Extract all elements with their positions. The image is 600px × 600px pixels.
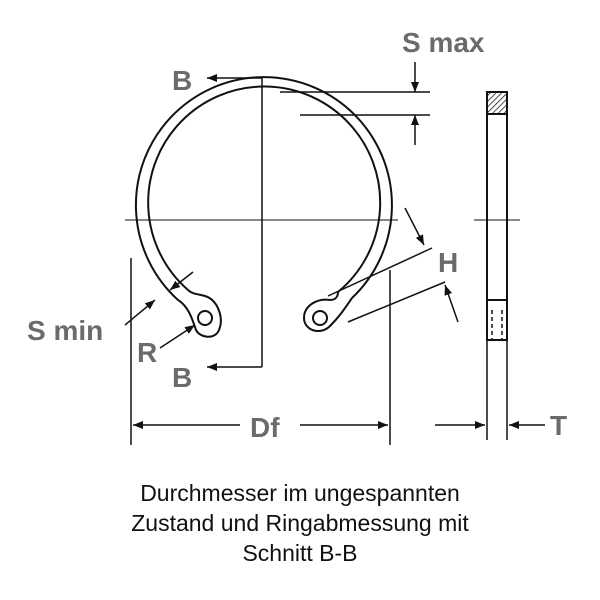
caption-line-1: Durchmesser im ungespannten [140, 480, 460, 506]
section-line-b-b [207, 74, 263, 371]
label-df: Df [250, 412, 280, 443]
caption: Durchmesser im ungespannten Zustand und … [0, 478, 600, 568]
label-s-min: S min [27, 315, 103, 346]
df-dimension [130, 258, 391, 445]
label-b-top: B [172, 65, 192, 96]
label-b-bottom: B [172, 362, 192, 393]
label-s-max: S max [402, 27, 485, 58]
retaining-ring [135, 76, 393, 338]
caption-line-2: Zustand und Ringabmessung mit [131, 510, 469, 536]
s-max-dimension [280, 62, 430, 145]
label-r: R [137, 337, 157, 368]
label-h: H [438, 247, 458, 278]
caption-line-3: Schnitt B-B [242, 540, 358, 566]
section-view [486, 91, 508, 440]
s-min-dimension [124, 271, 196, 349]
h-dimension [327, 207, 459, 323]
label-t: T [550, 410, 567, 441]
